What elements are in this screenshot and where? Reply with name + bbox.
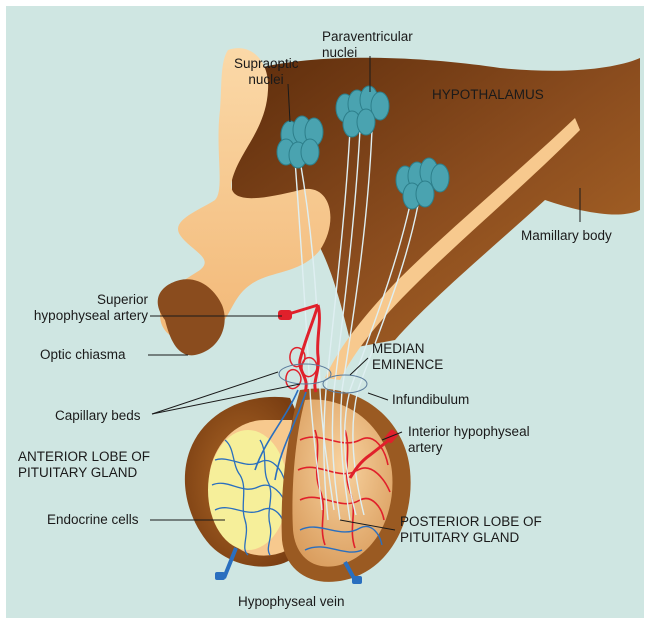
posterior-lobe-label: POSTERIOR LOBE OF PITUITARY GLAND: [400, 514, 542, 546]
optic-chiasma-label: Optic chiasma: [40, 347, 126, 363]
mamillary-body-label: Mamillary body: [521, 228, 612, 244]
hypophyseal-vein-label: Hypophyseal vein: [238, 594, 345, 610]
median-eminence-label: MEDIAN EMINENCE: [372, 341, 443, 373]
supraoptic-nuclei-label: Supraoptic nuclei: [234, 56, 298, 88]
vein-stub-left: [215, 572, 225, 580]
interior-hypophyseal-artery-label: Interior hypophyseal artery: [408, 424, 530, 456]
anterior-lobe-label: ANTERIOR LOBE OF PITUITARY GLAND: [18, 449, 150, 481]
vein-stub-right: [352, 576, 362, 584]
paraventricular-nuclei-label: Paraventricular nuclei: [322, 29, 413, 61]
infundibulum-label: Infundibulum: [392, 392, 469, 408]
superior-hypophyseal-artery-label: Superior hypophyseal artery: [8, 292, 148, 324]
superior-artery-stub: [278, 310, 292, 320]
hypothalamus-label: HYPOTHALAMUS: [432, 87, 544, 103]
endocrine-cells-label: Endocrine cells: [47, 512, 139, 528]
capillary-beds-label: Capillary beds: [55, 408, 141, 424]
